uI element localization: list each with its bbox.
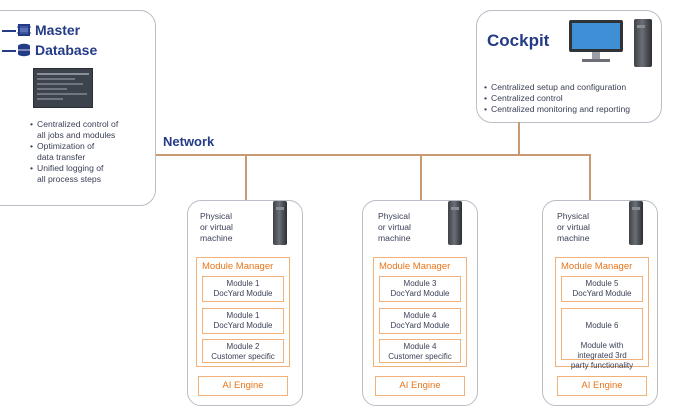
- module-box: Module 3 DocYard Module: [379, 276, 461, 302]
- machine-tower-icon: [629, 201, 643, 245]
- module-manager-title: Module Manager: [202, 261, 274, 272]
- module-manager-title: Module Manager: [561, 261, 633, 272]
- cockpit-title: Cockpit: [487, 31, 550, 50]
- master-connector-line-2: [2, 50, 16, 52]
- machine-label: Physical or virtual machine: [378, 211, 411, 243]
- network-line-machine-3: [589, 154, 591, 200]
- database-title: Database: [35, 42, 98, 58]
- master-connector-line: [2, 30, 16, 32]
- module-name: Module 3: [403, 279, 437, 288]
- network-label: Network: [163, 134, 215, 149]
- module-box: Module 5 DocYard Module: [561, 276, 643, 302]
- database-icon: [18, 43, 30, 57]
- server-icon: [17, 24, 31, 36]
- network-line-horizontal: [156, 154, 590, 156]
- module-box: Module 6 Module with integrated 3rd part…: [561, 308, 643, 370]
- machine-label: Physical or virtual machine: [200, 211, 233, 243]
- module-desc: DocYard Module: [213, 289, 273, 298]
- module-desc: DocYard Module: [572, 289, 632, 298]
- cockpit-bullet: Centralized setup and configuration: [484, 82, 659, 93]
- network-line-to-cockpit: [518, 122, 520, 155]
- database-screenshot-image: [33, 68, 93, 108]
- cockpit-bullet: Centralized monitoring and reporting: [484, 104, 659, 115]
- master-bullet: Unified logging of all process steps: [30, 163, 155, 185]
- master-bullet: Optimization of data transfer: [30, 141, 155, 163]
- master-bullets: Centralized control of all jobs and modu…: [30, 119, 155, 185]
- module-manager-panel: Module Manager Module 5 DocYard Module M…: [555, 257, 649, 370]
- module-manager-panel: Module Manager Module 3 DocYard Module M…: [373, 257, 467, 367]
- module-desc: Customer specific: [211, 352, 275, 361]
- cockpit-bullets: Centralized setup and configuration Cent…: [484, 82, 659, 115]
- master-bullet: Centralized control of all jobs and modu…: [30, 119, 155, 141]
- module-name: Module 2: [226, 342, 260, 351]
- ai-engine-box: AI Engine: [557, 376, 647, 396]
- master-title: Master: [35, 22, 81, 38]
- cockpit-tower-icon: [634, 19, 652, 67]
- module-name: Module 4: [403, 342, 437, 351]
- machine-label: Physical or virtual machine: [557, 211, 590, 243]
- ai-engine-box: AI Engine: [198, 376, 288, 396]
- module-manager-panel: Module Manager Module 1 DocYard Module M…: [196, 257, 290, 367]
- network-line-machine-2: [420, 154, 422, 200]
- module-name: Module 6: [585, 321, 619, 330]
- module-desc: Module with integrated 3rd party functio…: [570, 341, 634, 370]
- module-desc: DocYard Module: [390, 321, 450, 330]
- cockpit-bullet: Centralized control: [484, 93, 659, 104]
- module-box: Module 4 Customer specific: [379, 339, 461, 363]
- module-manager-title: Module Manager: [379, 261, 451, 272]
- module-desc: Customer specific: [388, 352, 452, 361]
- module-name: Module 4: [403, 311, 437, 320]
- module-desc: DocYard Module: [213, 321, 273, 330]
- module-box: Module 4 DocYard Module: [379, 308, 461, 334]
- module-name: Module 1: [226, 311, 260, 320]
- network-line-machine-1: [245, 154, 247, 200]
- monitor-icon: [569, 20, 623, 62]
- module-box: Module 1 DocYard Module: [202, 276, 284, 302]
- module-desc: DocYard Module: [390, 289, 450, 298]
- module-box: Module 1 DocYard Module: [202, 308, 284, 334]
- machine-tower-icon: [273, 201, 287, 245]
- module-name: Module 1: [226, 279, 260, 288]
- ai-engine-box: AI Engine: [375, 376, 465, 396]
- module-box: Module 2 Customer specific: [202, 339, 284, 363]
- machine-tower-icon: [448, 201, 462, 245]
- module-name: Module 5: [585, 279, 619, 288]
